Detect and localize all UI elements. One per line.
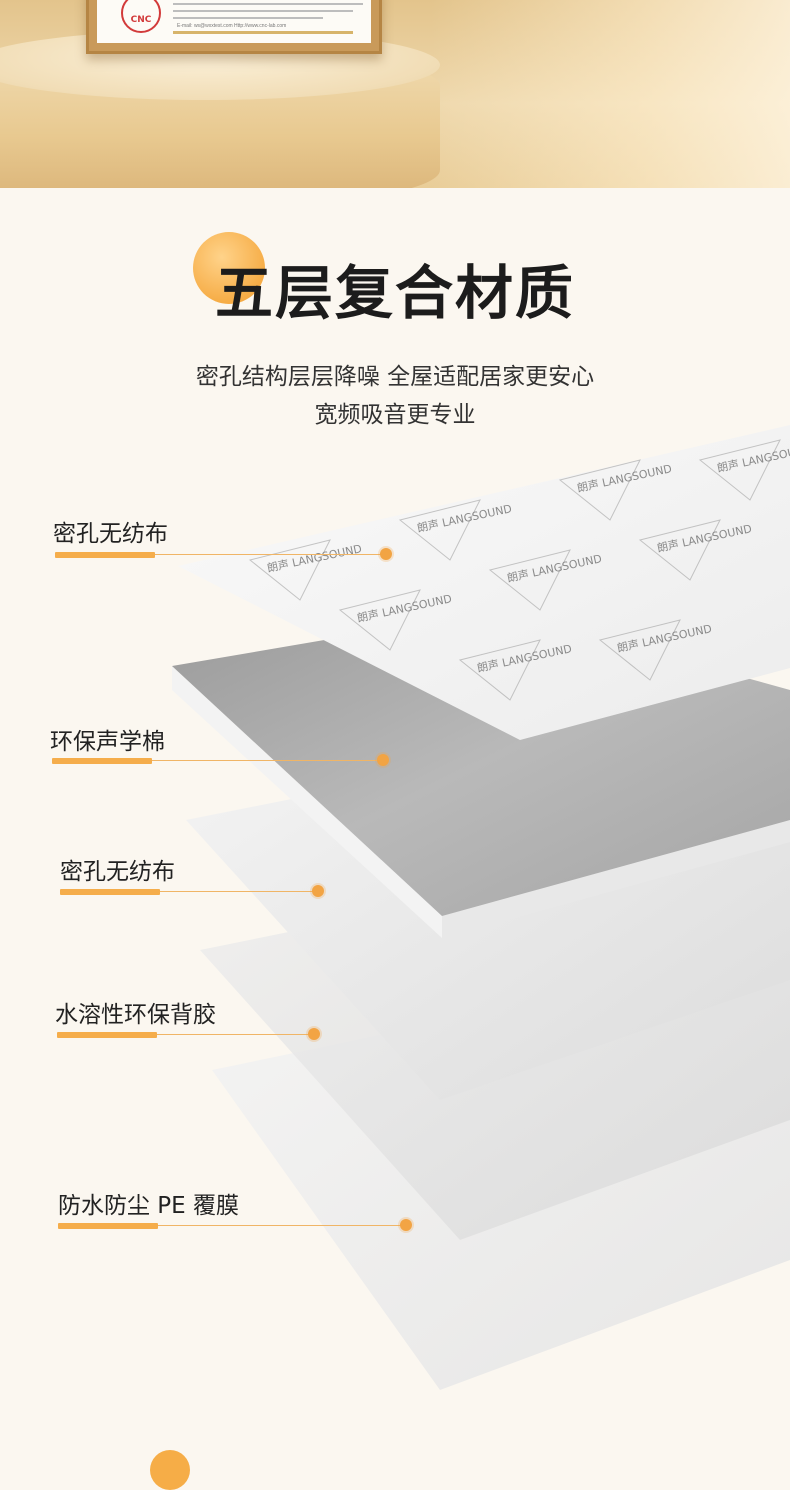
certificate-paper: CNC E-mail: ws@wxxtest.com Http://www.cn… <box>97 0 371 43</box>
label-bar-1 <box>55 552 155 558</box>
layer-fabric-top <box>178 425 790 740</box>
title-accent-dot <box>193 232 265 304</box>
certificate-gold-bar <box>173 31 353 34</box>
leader-dot-1 <box>380 548 392 560</box>
cnc-seal: CNC <box>121 0 161 33</box>
leader-dot-3 <box>312 885 324 897</box>
brand-pattern <box>248 439 781 701</box>
leader-line-1 <box>155 554 385 555</box>
subtitle-line-1: 密孔结构层层降噪 全屋适配居家更安心 <box>195 364 595 390</box>
layer-acoustic-cotton-edge-front <box>442 820 790 938</box>
layer-label-5: 防水防尘 PE 覆膜 <box>58 1193 240 1219</box>
wall-light <box>430 0 790 188</box>
label-bar-5 <box>58 1223 158 1229</box>
label-bar-4 <box>57 1032 157 1038</box>
certificate-text-line <box>173 10 353 12</box>
layer-label-1: 密孔无纺布 <box>53 521 168 547</box>
layer-acoustic-cotton-edge <box>172 666 442 938</box>
leader-line-2 <box>152 760 380 761</box>
certificate-banner: CNC E-mail: ws@wxxtest.com Http://www.cn… <box>0 0 790 188</box>
leader-line-4 <box>157 1034 311 1035</box>
leader-dot-4 <box>308 1028 320 1040</box>
page-title: 五层复合材质 <box>214 259 575 327</box>
next-section-accent-dot <box>150 1450 190 1490</box>
certificate-contact: E-mail: ws@wxxtest.com Http://www.cnc-la… <box>177 23 287 29</box>
seal-text: CNC <box>130 15 152 25</box>
subtitle-line-2: 宽频吸音更专业 <box>314 402 476 428</box>
certificate-text-line <box>173 3 363 5</box>
leader-line-3 <box>160 891 315 892</box>
leader-line-5 <box>158 1225 403 1226</box>
certificate-text-line <box>173 17 323 19</box>
leader-dot-2 <box>377 754 389 766</box>
layer-label-3: 密孔无纺布 <box>60 859 175 885</box>
layer-label-2: 环保声学棉 <box>50 729 165 755</box>
layer-label-4: 水溶性环保背胶 <box>55 1002 216 1028</box>
leader-dot-5 <box>400 1219 412 1231</box>
label-bar-2 <box>52 758 152 764</box>
label-bar-3 <box>60 889 160 895</box>
page-subtitle: 密孔结构层层降噪 全屋适配居家更安心 宽频吸音更专业 <box>0 358 790 434</box>
certificate-frame: CNC E-mail: ws@wxxtest.com Http://www.cn… <box>86 0 382 54</box>
